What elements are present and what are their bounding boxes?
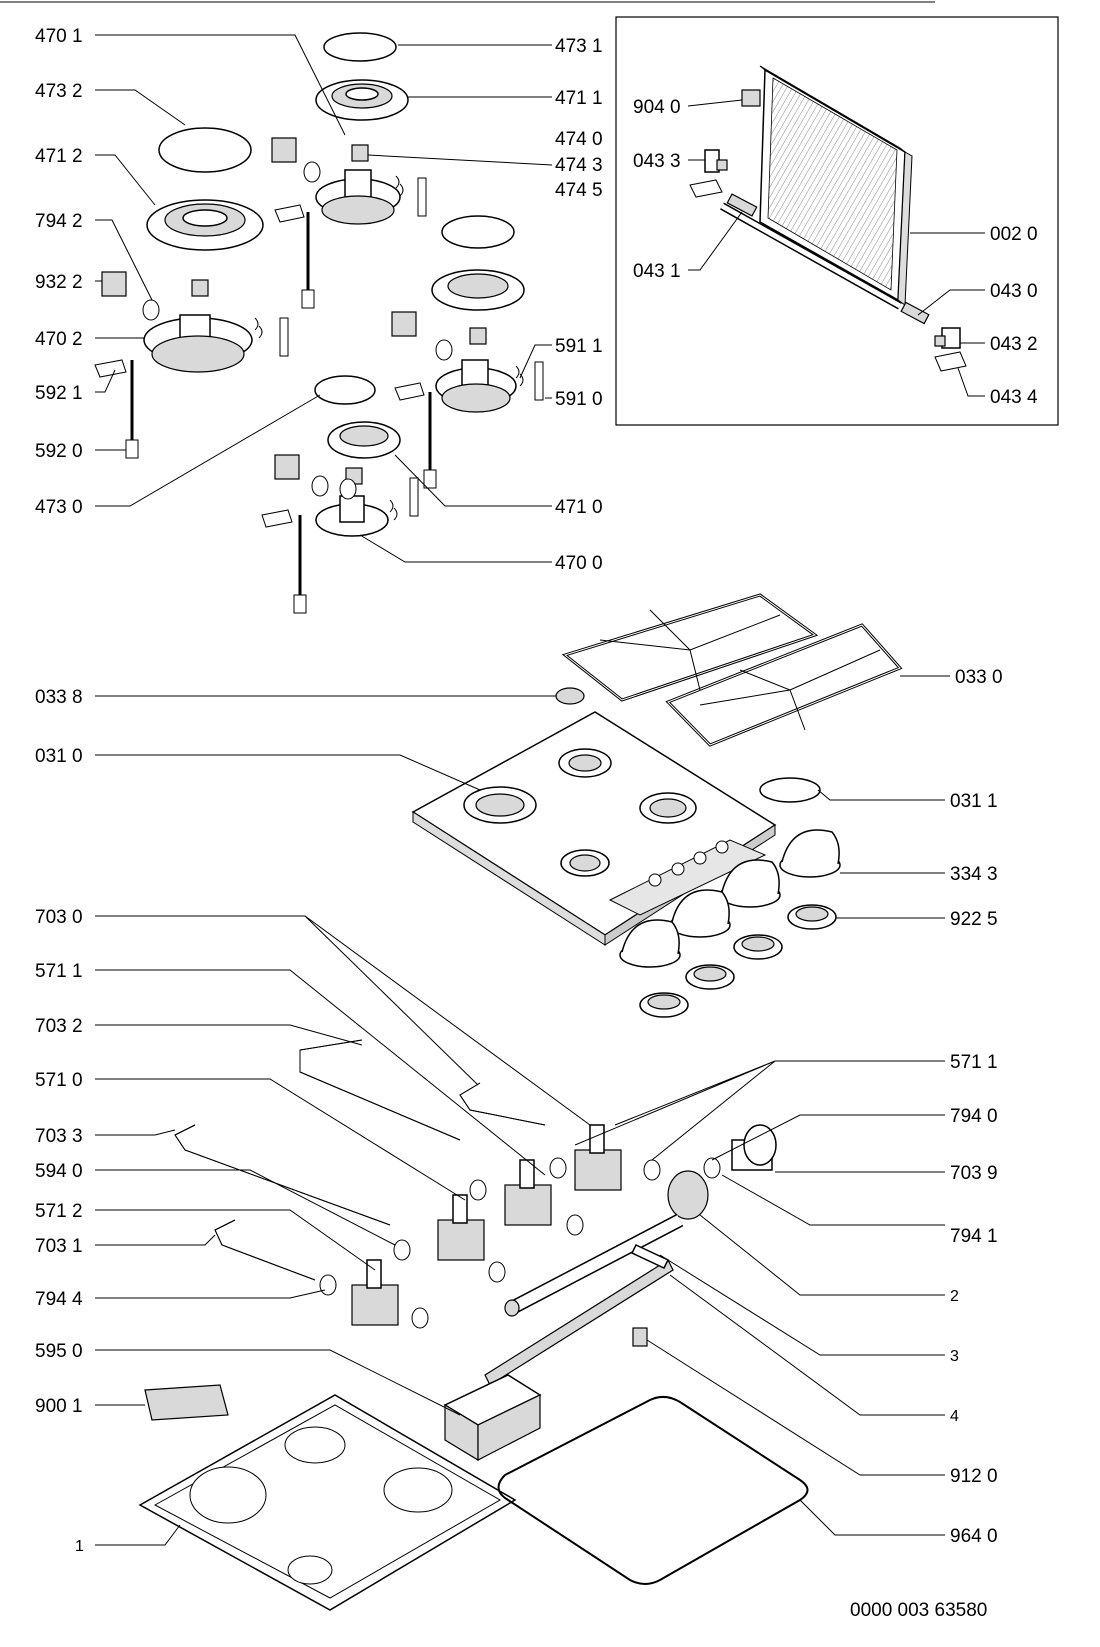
label-703-1: 703 1: [35, 1236, 83, 1257]
label-912-0: 912 0: [950, 1466, 998, 1487]
ignition-strip-3: [484, 1244, 674, 1386]
label-043-0: 043 0: [990, 281, 1038, 302]
label-571-1-left: 571 1: [35, 961, 83, 982]
part-043-0: [900, 301, 930, 325]
label-703-2: 703 2: [35, 1016, 83, 1037]
lid-inset: [615, 16, 1059, 426]
hob-top-031-0: [411, 711, 777, 946]
label-591-0: 591 0: [555, 389, 603, 410]
label-470-1: 470 1: [35, 26, 83, 47]
cap-473-0: [314, 375, 376, 405]
label-703-9: 703 9: [950, 1163, 998, 1184]
part-043-4: [934, 351, 967, 372]
gasket-964-0: [497, 1396, 809, 1585]
gas-taps-571: [351, 1124, 622, 1326]
cap-473-1: [323, 32, 397, 62]
label-595-0: 595 0: [35, 1341, 83, 1362]
manifold-tube: [504, 1213, 684, 1317]
screw-912-0: [632, 1327, 648, 1347]
gas-pipes-703: [174, 1039, 546, 1281]
label-571-0: 571 0: [35, 1070, 83, 1091]
label-043-3: 043 3: [633, 151, 681, 172]
pan-supports-033-0: [561, 593, 903, 747]
part-labels: 470 1 473 1 473 2 471 1 474 0 471 2 474 …: [35, 26, 1038, 1621]
label-571-2: 571 2: [35, 1201, 83, 1222]
small-fittings: [94, 137, 544, 614]
bottom-tray-1: [138, 1394, 517, 1611]
burner-top-middle: [315, 32, 409, 225]
badge-031-1: [759, 777, 821, 803]
hinge-rod: [720, 202, 902, 310]
inlet-elbow-703-9: [731, 1124, 777, 1171]
burner-right-middle: [431, 215, 525, 413]
label-2: 2: [950, 1288, 959, 1305]
label-043-1: 043 1: [633, 261, 681, 282]
nut-2: [667, 1170, 709, 1220]
label-474-5: 474 5: [555, 180, 603, 201]
label-3: 3: [950, 1348, 959, 1365]
label-471-0: 471 0: [555, 497, 603, 518]
washers-794: [319, 1157, 721, 1329]
label-1: 1: [75, 1538, 84, 1555]
injector-474: [351, 144, 369, 162]
label-043-4: 043 4: [990, 387, 1038, 408]
label-470-2: 470 2: [35, 329, 83, 350]
label-033-0: 033 0: [955, 667, 1003, 688]
label-473-0: 473 0: [35, 497, 83, 518]
label-592-0: 592 0: [35, 441, 83, 462]
label-794-1: 794 1: [950, 1226, 998, 1247]
label-592-1: 592 1: [35, 383, 83, 404]
label-703-3: 703 3: [35, 1126, 83, 1147]
label-033-8: 033 8: [35, 687, 83, 708]
label-4: 4: [950, 1408, 959, 1425]
label-591-1: 591 1: [555, 336, 603, 357]
label-002-0: 002 0: [990, 224, 1038, 245]
label-473-2: 473 2: [35, 81, 83, 102]
label-904-0: 904 0: [633, 97, 681, 118]
drawing-code: 0000 003 63580: [850, 1600, 987, 1621]
label-470-0: 470 0: [555, 553, 603, 574]
label-334-3: 334 3: [950, 864, 998, 885]
label-043-2: 043 2: [990, 334, 1038, 355]
label-571-1-right: 571 1: [950, 1052, 998, 1073]
label-031-1: 031 1: [950, 791, 998, 812]
bezels-922-5: [639, 904, 837, 1018]
part-043-2: [934, 327, 961, 349]
label-473-1: 473 1: [555, 36, 603, 57]
part-043-3: [689, 149, 728, 198]
foot-033-8: [555, 687, 585, 705]
label-964-0: 964 0: [950, 1526, 998, 1547]
label-932-2: 932 2: [35, 272, 83, 293]
label-703-0: 703 0: [35, 907, 83, 928]
part-904-0: [741, 89, 761, 107]
label-474-3: 474 3: [555, 155, 603, 176]
label-594-0: 594 0: [35, 1161, 83, 1182]
label-794-4: 794 4: [35, 1289, 83, 1310]
label-474-0: 474 0: [555, 129, 603, 150]
part-043-1: [726, 193, 758, 217]
glass-lid: [759, 65, 913, 306]
burner-large-left: [143, 127, 264, 373]
burner-small-bottom: [314, 375, 401, 537]
label-471-2: 471 2: [35, 146, 83, 167]
ignition-module-595-0: [443, 1374, 542, 1462]
cap-473-2: [158, 127, 252, 173]
label-922-5: 922 5: [950, 909, 998, 930]
bracket-900-1: [144, 1384, 229, 1421]
label-471-1: 471 1: [555, 88, 603, 109]
label-031-0: 031 0: [35, 746, 83, 767]
inset-frame: [615, 16, 1059, 426]
label-794-0: 794 0: [950, 1106, 998, 1127]
leader-lines: [95, 34, 985, 1546]
label-900-1: 900 1: [35, 1396, 83, 1417]
label-794-2: 794 2: [35, 211, 83, 232]
knobs-334-3: [619, 829, 841, 968]
